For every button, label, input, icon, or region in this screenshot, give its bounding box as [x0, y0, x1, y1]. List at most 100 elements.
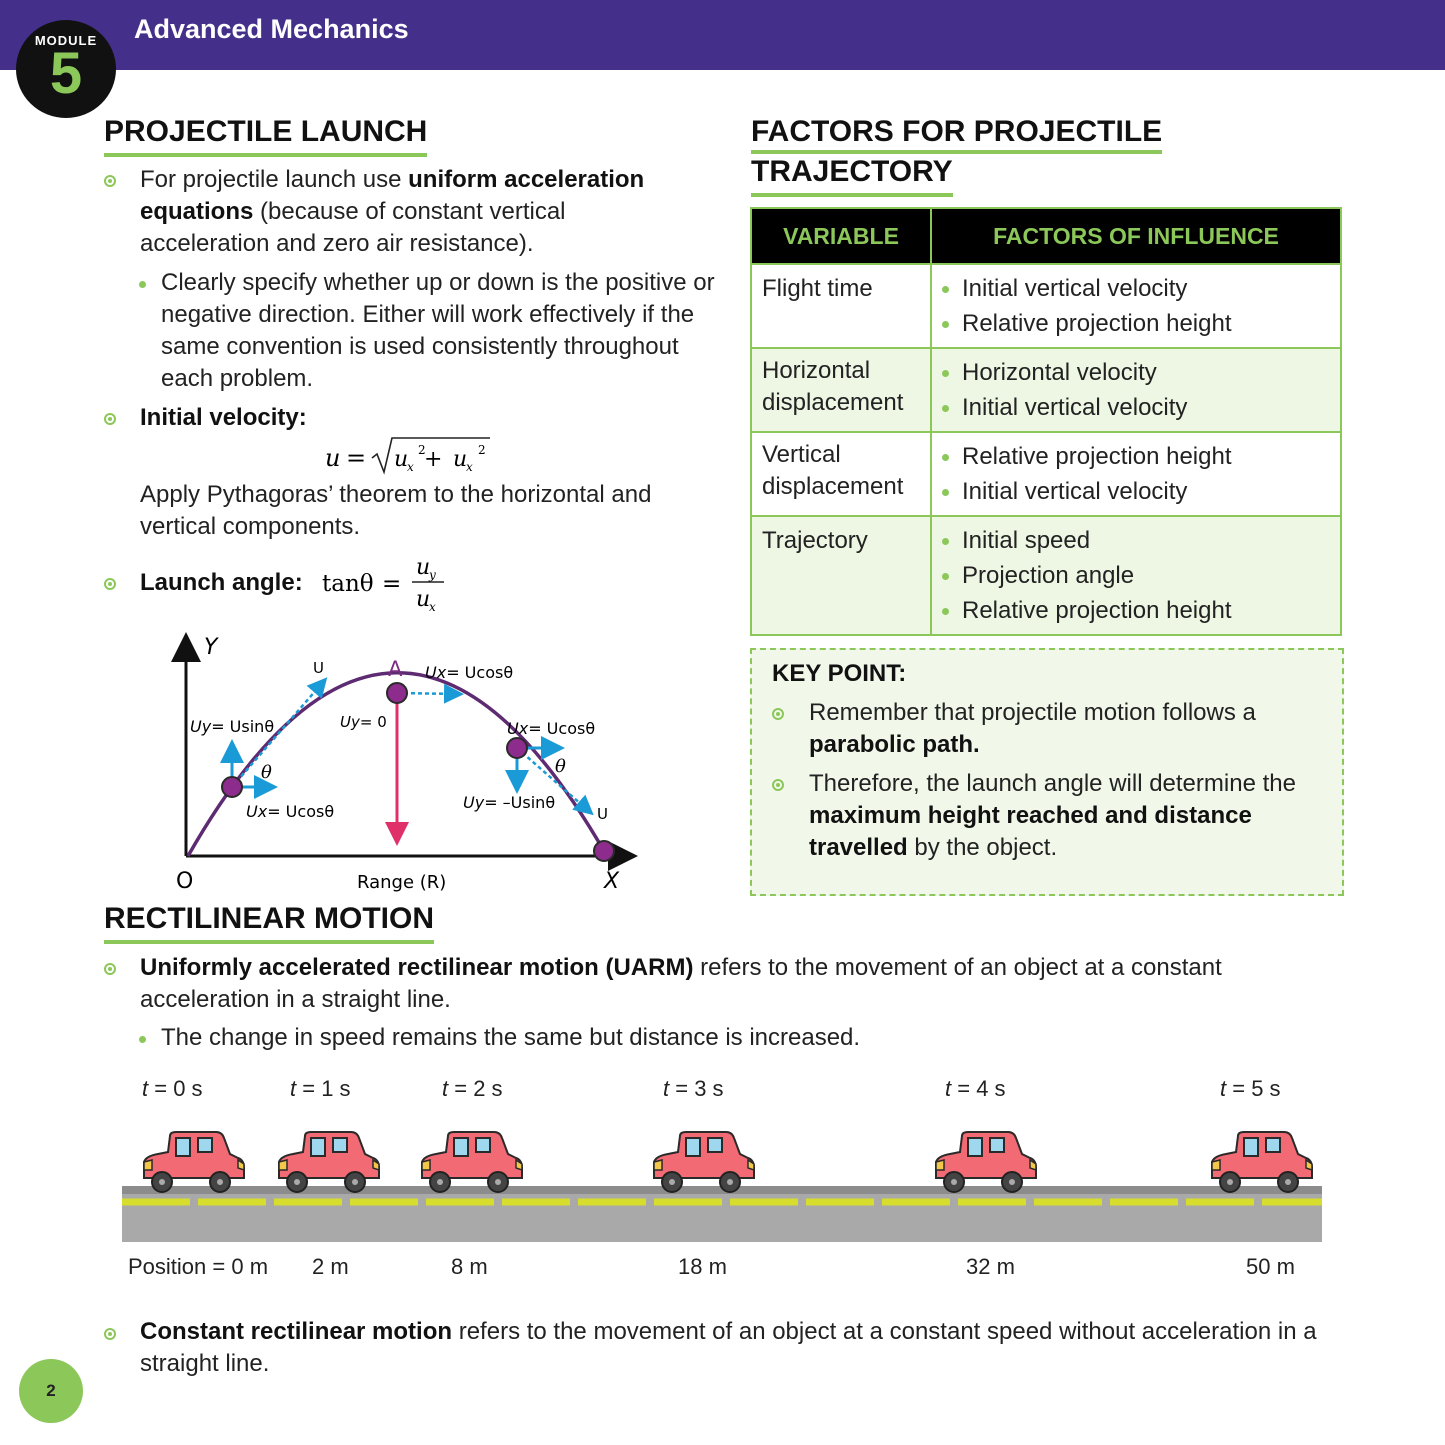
- svg-text:u: u: [394, 447, 408, 472]
- factor-item: Initial vertical velocity: [942, 390, 1330, 425]
- velocity-arrow: [231, 677, 328, 788]
- pythagoras-text: Apply Pythagoras’ theorem to the horizon…: [140, 481, 652, 540]
- launch-angle-formula: tanθ = u y u x: [322, 555, 444, 612]
- constant-motion-text: Constant rectilinear motion refers to th…: [140, 1318, 1317, 1377]
- time-label: t = 2 s: [442, 1076, 503, 1101]
- svg-text:x: x: [429, 600, 436, 612]
- y-axis-label: Y: [204, 635, 219, 660]
- car-icon: [935, 1131, 1037, 1193]
- key-point-box: [750, 648, 1344, 896]
- desc-ux-label: Ux= Ucosθ: [507, 719, 595, 738]
- module-label: MODULE: [34, 33, 98, 48]
- page-number: 2: [19, 1359, 83, 1423]
- factor-item: Relative projection height: [942, 439, 1330, 474]
- bullet-icon: [104, 1328, 116, 1340]
- car-icon: [143, 1131, 245, 1193]
- svg-text:u: u: [453, 447, 467, 472]
- key-point-1: Remember that projectile motion follows …: [809, 699, 1256, 758]
- position-label: 2 m: [312, 1254, 349, 1279]
- position-label: Position = 0 m: [128, 1254, 268, 1279]
- table-header-factors: FACTORS OF INFLUENCE: [930, 207, 1342, 265]
- svg-text:x: x: [466, 460, 473, 474]
- car-icon: [653, 1131, 755, 1193]
- table-header-variable: VARIABLE: [750, 207, 932, 265]
- velocity-label: U: [313, 659, 324, 677]
- uarm-text: Uniformly accelerated rectilinear motion…: [140, 954, 1222, 1013]
- table-cell-variable: Flight time: [750, 263, 932, 349]
- factor-item: Relative projection height: [942, 593, 1330, 628]
- car-icon: [1211, 1131, 1313, 1193]
- module-number: 5: [49, 41, 83, 106]
- range-label: Range (R): [357, 872, 446, 893]
- apex-point: [386, 682, 408, 704]
- factors-table: VARIABLE FACTORS OF INFLUENCE Flight tim…: [750, 207, 1342, 636]
- desc-theta-label: θ: [555, 756, 566, 777]
- projectile-sub-bullet: Clearly specify whether up or down is th…: [161, 269, 715, 392]
- bullet-icon: [104, 175, 116, 187]
- bullet-icon: [772, 779, 784, 791]
- key-point-2: Therefore, the launch angle will determi…: [809, 770, 1296, 861]
- table-row: Horizontal displacement Horizontal veloc…: [750, 347, 1342, 433]
- factor-item: Relative projection height: [942, 306, 1330, 341]
- module-badge: MODULE 5: [16, 20, 116, 118]
- svg-text:tanθ: tanθ: [322, 571, 374, 597]
- svg-text:y: y: [428, 568, 436, 582]
- time-label: t = 4 s: [945, 1076, 1006, 1101]
- ux-label: Ux= Ucosθ: [246, 802, 334, 821]
- svg-text:u: u: [416, 587, 430, 612]
- page-title: Advanced Mechanics: [134, 14, 409, 44]
- projectile-title: PROJECTILE LAUNCH: [104, 113, 428, 157]
- uy-label: Uy= Usinθ: [190, 717, 274, 736]
- bullet-icon: [104, 413, 116, 425]
- time-label: t = 3 s: [663, 1076, 724, 1101]
- svg-text:u: u: [325, 444, 340, 472]
- descent-point: [506, 737, 528, 759]
- table-cell-variable: Horizontal displacement: [750, 347, 932, 433]
- factors-title-line2: TRAJECTORY: [751, 153, 953, 197]
- projectile-diagram: Y X O Range (R) A U Uy= Usinθ θ Ux= Ucos…: [171, 632, 638, 894]
- car-icon: [421, 1131, 523, 1193]
- desc-velocity-label: U: [597, 805, 608, 823]
- bullet-icon: [772, 708, 784, 720]
- time-label: t = 0 s: [142, 1076, 203, 1101]
- svg-text:+: +: [424, 447, 442, 472]
- sub-bullet-icon: [139, 281, 146, 288]
- factor-item: Initial vertical velocity: [942, 474, 1330, 509]
- x-axis-label: X: [603, 869, 620, 894]
- time-label: t = 5 s: [1220, 1076, 1281, 1101]
- header-bar: Advanced Mechanics: [0, 0, 1445, 70]
- table-cell-factors: Relative projection height Initial verti…: [930, 431, 1342, 517]
- table-cell-factors: Initial vertical velocity Relative proje…: [930, 263, 1342, 349]
- svg-text:2: 2: [418, 443, 426, 457]
- rectilinear-title: RECTILINEAR MOTION: [104, 900, 434, 944]
- road: [122, 1186, 1322, 1242]
- desc-uy-label: Uy= –Usinθ: [463, 793, 555, 812]
- launch-angle-label: Launch angle:: [140, 569, 303, 596]
- table-row: Flight time Initial vertical velocity Re…: [750, 263, 1342, 349]
- svg-text:x: x: [407, 460, 414, 474]
- table-header-row: VARIABLE FACTORS OF INFLUENCE: [750, 207, 1342, 265]
- svg-text:=: =: [382, 571, 401, 597]
- position-label: 32 m: [966, 1254, 1015, 1279]
- table-row: Vertical displacement Relative projectio…: [750, 431, 1342, 517]
- table-cell-variable: Trajectory: [750, 515, 932, 636]
- bullet-icon: [104, 578, 116, 590]
- sub-bullet-icon: [139, 1036, 146, 1043]
- apex-ux-label: Ux= Ucosθ: [425, 663, 513, 682]
- uarm-sub-text: The change in speed remains the same but…: [161, 1024, 861, 1051]
- factor-item: Initial vertical velocity: [942, 271, 1330, 306]
- road-edge: [122, 1186, 1322, 1194]
- factor-item: Horizontal velocity: [942, 355, 1330, 390]
- projectile-bullet-1: For projectile launch use uniform accele…: [140, 166, 645, 257]
- position-label: 18 m: [678, 1254, 727, 1279]
- car-icon: [278, 1131, 380, 1193]
- table-row: Trajectory Initial speed Projection angl…: [750, 515, 1342, 636]
- svg-text:u: u: [416, 555, 430, 580]
- key-point-title: KEY POINT:: [772, 660, 907, 687]
- table-cell-variable: Vertical displacement: [750, 431, 932, 517]
- factor-item: Initial speed: [942, 523, 1330, 558]
- factor-item: Projection angle: [942, 558, 1330, 593]
- table-cell-factors: Horizontal velocity Initial vertical vel…: [930, 347, 1342, 433]
- trajectory-curve: [186, 671, 606, 857]
